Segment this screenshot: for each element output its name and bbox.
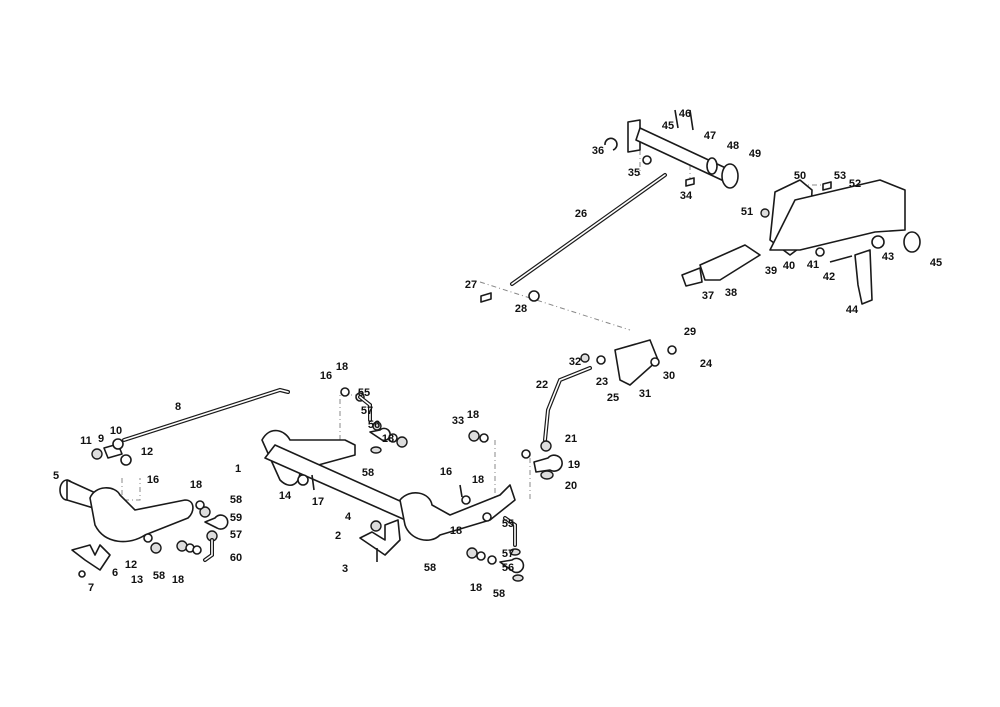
callout-51: 51 (741, 206, 753, 218)
callout-30: 30 (663, 370, 675, 382)
callout-57: 57 (361, 405, 373, 417)
bracket-2 (359, 519, 401, 562)
callout-8: 8 (175, 401, 181, 413)
assembly-guides (121, 150, 830, 501)
callout-58: 58 (230, 494, 242, 506)
callout-33: 33 (452, 415, 464, 427)
height-lever-assembly (681, 179, 921, 305)
axle-1 (261, 429, 516, 541)
callout-31: 31 (639, 388, 651, 400)
callout-18: 18 (472, 474, 484, 486)
callout-55: 55 (358, 387, 370, 399)
callout-56: 56 (502, 562, 514, 574)
callout-12: 12 (125, 559, 137, 571)
callout-13: 13 (131, 574, 143, 586)
callout-4: 4 (345, 511, 352, 523)
callout-45b: 45 (930, 257, 942, 269)
callout-52: 52 (849, 178, 861, 190)
pivot-shaft (604, 109, 739, 189)
link-rod-26 (480, 173, 667, 303)
callout-3: 3 (342, 563, 348, 575)
callout-41: 41 (807, 259, 819, 271)
callout-26: 26 (575, 208, 587, 220)
callout-39: 39 (765, 265, 777, 277)
callout-58: 58 (424, 562, 436, 574)
callout-47: 47 (704, 130, 716, 142)
callout-18: 18 (190, 479, 202, 491)
callout-58: 58 (493, 588, 505, 600)
callout-58: 58 (362, 467, 374, 479)
callout-5: 5 (53, 470, 59, 482)
callout-55: 55 (502, 518, 514, 530)
callout-25: 25 (607, 392, 619, 404)
callout-9: 9 (98, 433, 104, 445)
callout-29: 29 (684, 326, 696, 338)
callout-17: 17 (312, 496, 324, 508)
callout-16: 16 (147, 474, 159, 486)
callout-1: 1 (235, 463, 241, 475)
link-rod-8 (91, 387, 290, 466)
callout-37: 37 (702, 290, 714, 302)
callout-14: 14 (279, 490, 292, 502)
link-55-upper (340, 387, 408, 454)
callout-24: 24 (700, 358, 713, 370)
callout-49: 49 (749, 148, 761, 160)
bracket-25 (468, 339, 677, 480)
callout-7: 7 (88, 582, 94, 594)
callout-36: 36 (592, 145, 604, 157)
callout-16: 16 (320, 370, 332, 382)
callout-27: 27 (465, 279, 477, 291)
callout-16: 16 (440, 466, 452, 478)
callout-56: 56 (368, 419, 380, 431)
callout-18: 18 (336, 361, 348, 373)
callout-60: 60 (230, 552, 242, 564)
callout-18: 18 (450, 525, 462, 537)
callout-34: 34 (680, 190, 693, 202)
callout-43: 43 (882, 251, 894, 263)
callout-12: 12 (141, 446, 153, 458)
callout-28: 28 (515, 303, 527, 315)
callout-38: 38 (725, 287, 737, 299)
callout-6: 6 (112, 567, 118, 579)
callout-48: 48 (727, 140, 739, 152)
callout-46: 46 (679, 108, 691, 120)
callout-20: 20 (565, 480, 577, 492)
callout-59: 59 (230, 512, 242, 524)
callout-2: 2 (335, 530, 341, 542)
callout-labels: 46 45 47 48 49 36 35 34 26 50 53 52 51 2… (53, 108, 942, 600)
callout-10: 10 (110, 425, 122, 437)
callout-53: 53 (834, 170, 846, 182)
callout-45: 45 (662, 120, 674, 132)
callout-32: 32 (569, 356, 581, 368)
callout-19: 19 (568, 459, 580, 471)
callout-21: 21 (565, 433, 577, 445)
callout-58: 58 (153, 570, 165, 582)
lever-arm-5 (59, 479, 229, 578)
callout-23: 23 (596, 376, 608, 388)
callout-18: 18 (172, 574, 184, 586)
callout-42: 42 (823, 271, 835, 283)
callout-57: 57 (502, 548, 514, 560)
callout-35: 35 (628, 167, 640, 179)
callout-11: 11 (80, 435, 92, 447)
callout-18: 18 (470, 582, 482, 594)
callout-57: 57 (230, 529, 242, 541)
link-55-lower (459, 484, 525, 582)
callout-44: 44 (846, 304, 859, 316)
callout-18: 18 (467, 409, 479, 421)
callout-50: 50 (794, 170, 806, 182)
callout-40: 40 (783, 260, 795, 272)
callout-22: 22 (536, 379, 548, 391)
callout-18: 18 (382, 433, 394, 445)
